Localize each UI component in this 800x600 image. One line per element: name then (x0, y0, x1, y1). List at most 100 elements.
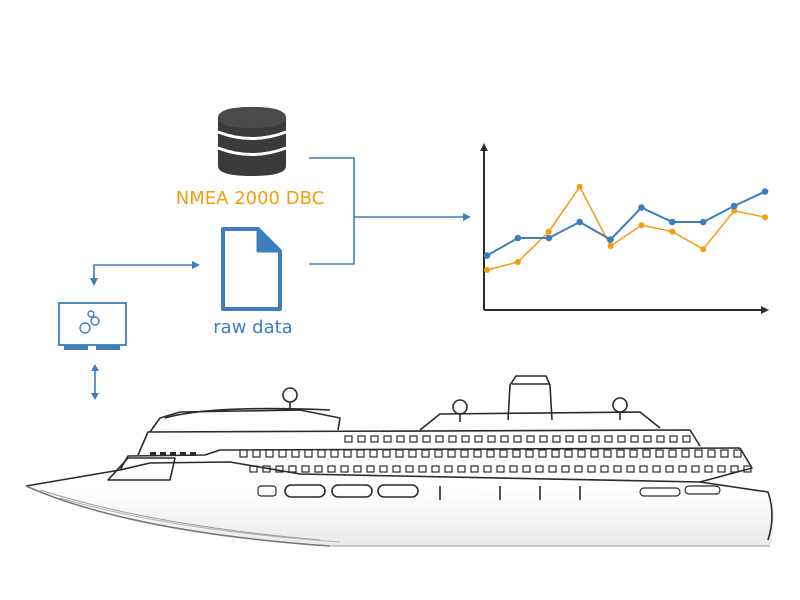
arrow-to-file (192, 261, 200, 269)
ship-window (405, 465, 414, 473)
ship-window (630, 435, 639, 443)
series-1-point (607, 236, 614, 243)
ship-window (512, 449, 521, 458)
ship-window (382, 449, 391, 458)
ship-window (587, 465, 596, 473)
ship-window (617, 435, 626, 443)
ship-window (665, 465, 674, 473)
ship-window (473, 449, 482, 458)
ship-window (291, 449, 300, 458)
ship-window (392, 465, 401, 473)
ship-window (669, 435, 678, 443)
series-2-point (762, 214, 768, 221)
ship-window (487, 435, 496, 443)
ship-window (431, 465, 440, 473)
ship-window (353, 465, 362, 473)
ship-window (356, 449, 365, 458)
ship-window (301, 465, 310, 473)
series-2-point (484, 267, 490, 273)
ship-window (652, 465, 661, 473)
ship-window (668, 449, 677, 458)
ship-window (314, 465, 323, 473)
ship-window (447, 449, 456, 458)
ship-window (639, 465, 648, 473)
ship-window (344, 435, 353, 443)
ship-window (396, 435, 405, 443)
ship-window (457, 465, 466, 473)
ship-window (357, 435, 366, 443)
ship-window (239, 449, 248, 458)
ship-window (681, 449, 690, 458)
ship-window (275, 465, 284, 473)
series-1-point (483, 252, 491, 259)
ship-window (691, 465, 700, 473)
ship-window (343, 449, 352, 458)
ship-window (565, 435, 574, 443)
ship-window (613, 465, 622, 473)
ship-window (265, 449, 274, 458)
ship-window (288, 465, 297, 473)
database-icon (217, 107, 287, 176)
ship-window (513, 435, 522, 443)
ship-window (461, 435, 470, 443)
series-1-point (730, 202, 738, 210)
ship-window (444, 465, 453, 473)
ship-window (539, 435, 548, 443)
ship-window (552, 435, 561, 443)
x-axis-arrow (761, 306, 769, 314)
ship-window (720, 449, 729, 458)
ship-window (733, 449, 742, 458)
ship-window (474, 435, 483, 443)
database-label: NMEA 2000 DBC (176, 188, 324, 209)
ship-window (486, 449, 495, 458)
ship-window (278, 449, 287, 458)
ship-window (522, 465, 531, 473)
ship-window (551, 449, 560, 458)
ship-window (369, 449, 378, 458)
ship-window (499, 449, 508, 458)
ship-window (370, 435, 379, 443)
ship-window (682, 435, 691, 443)
ship-window (538, 449, 547, 458)
ship-window (262, 465, 271, 473)
ship-window (578, 435, 587, 443)
ship-window (717, 465, 726, 473)
ship-window (327, 465, 336, 473)
ship-window (604, 435, 613, 443)
ship-window (704, 465, 713, 473)
ship-window (655, 449, 664, 458)
ship-window (643, 435, 652, 443)
ship-window (574, 465, 583, 473)
ship-window (616, 449, 625, 458)
ship-window (629, 449, 638, 458)
ship-window (395, 449, 404, 458)
ship-window (460, 449, 469, 458)
ship-window (330, 449, 339, 458)
ship-window (603, 449, 612, 458)
ship-window (249, 465, 258, 473)
ship-window (317, 449, 326, 458)
series-1-point (669, 218, 676, 226)
logger-to-file-connector (93, 264, 193, 279)
ship-window (304, 449, 313, 458)
ship-window (707, 449, 716, 458)
bidirectional-arrow (91, 364, 99, 400)
ship-window (656, 435, 665, 443)
ship-window (535, 465, 544, 473)
ship-window (743, 465, 752, 473)
ship-window (379, 465, 388, 473)
arrow-to-chart (463, 213, 471, 221)
ship-window (409, 435, 418, 443)
ship-windows (239, 435, 752, 473)
ship-window (448, 435, 457, 443)
series-1-point (699, 218, 707, 226)
series-1-point (761, 188, 769, 195)
ship-window (383, 435, 392, 443)
series-1-point (638, 204, 645, 211)
merge-connector (309, 157, 464, 265)
ship-window (252, 449, 261, 458)
ship-window (422, 435, 431, 443)
ship-window (483, 465, 492, 473)
ship-window (564, 449, 573, 458)
series-2-point (576, 183, 583, 190)
